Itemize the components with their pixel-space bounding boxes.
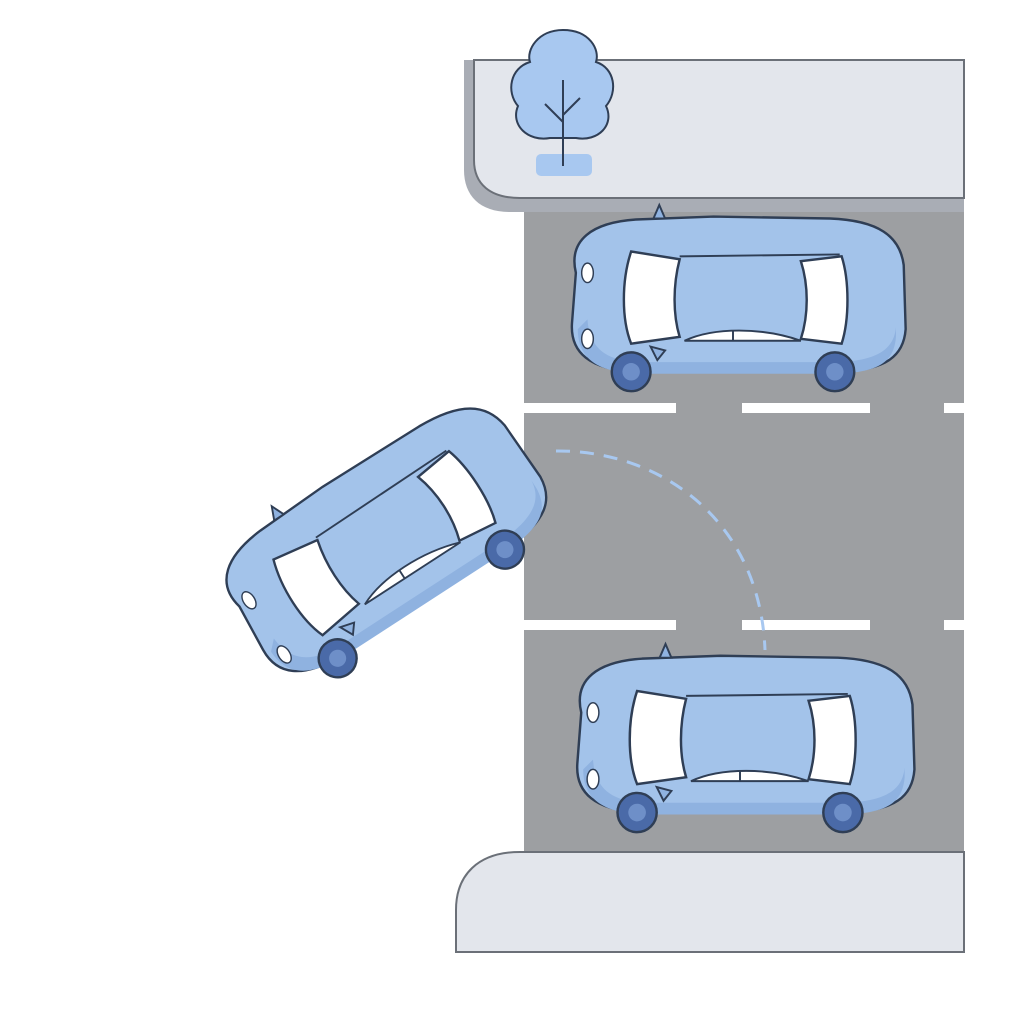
car-icon	[570, 203, 907, 393]
car-icon	[575, 642, 916, 834]
bottom-sidewalk	[455, 851, 965, 953]
tree-icon	[510, 28, 615, 176]
lane-markings	[524, 403, 964, 630]
path-arrow	[555, 449, 767, 651]
